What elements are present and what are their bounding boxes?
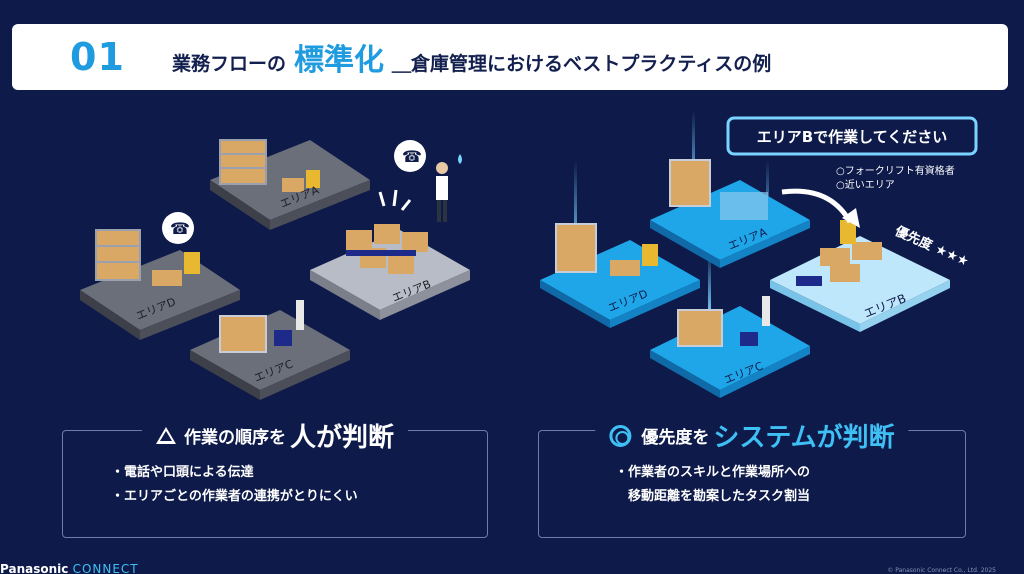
list-item: 作業者のスキルと作業場所への <box>615 461 965 485</box>
phone-bubble-d <box>162 212 194 244</box>
panel-heading: 優先度を システムが判断 <box>595 417 909 454</box>
heading-emphasis: システムが判断 <box>713 423 895 453</box>
triangle-icon <box>155 427 176 444</box>
area-c-platform: エリアC <box>650 296 810 398</box>
priority-stars: ★★★ <box>933 242 971 270</box>
instruction-text: エリアBで作業してください <box>757 128 948 146</box>
area-c-platform: エリアC <box>190 300 350 400</box>
heading-text: 優先度を <box>641 428 710 448</box>
priority-label: 優先度 <box>892 223 936 254</box>
criteria-2: ○近いエリア <box>836 178 895 191</box>
manual-warehouse-illustration: エリアA エリアD ☎ エリアB <box>60 120 500 420</box>
area-d-platform: エリアD <box>540 223 700 328</box>
title-bar: 01 業務フローの 標準化 ＿倉庫管理におけるベストプラクティスの例 <box>12 24 1008 90</box>
title-part1: 業務フローの <box>172 53 287 75</box>
copyright: © Panasonic Connect Co., Ltd. 2025 <box>887 567 996 574</box>
bullet-list: 電話や口頭による伝達 エリアごとの作業者の連携がとりにくい <box>63 461 487 509</box>
area-b-platform: エリアB <box>770 188 950 332</box>
list-item: 電話や口頭による伝達 <box>111 461 487 485</box>
logo-part1: Panasonic <box>0 562 69 574</box>
double-circle-icon <box>609 424 632 447</box>
area-a-platform: エリアA <box>210 139 370 230</box>
heading-emphasis: 人が判断 <box>289 423 395 453</box>
area-a-platform: エリアA <box>650 159 810 268</box>
title-part2: ＿倉庫管理におけるベストプラクティスの例 <box>392 53 772 75</box>
manager-figure: ☎ <box>394 140 462 222</box>
phone-icon: ☎ <box>170 219 190 238</box>
criteria-1: ○フォークリフト有資格者 <box>836 164 955 177</box>
heading-text: 作業の順序を <box>183 428 286 448</box>
area-b-platform: エリアB <box>310 189 470 320</box>
panel-heading: 作業の順序を 人が判断 <box>141 417 409 454</box>
area-d-platform: エリアD ☎ <box>80 212 240 340</box>
list-item: エリアごとの作業者の連携がとりにくい <box>111 485 487 509</box>
bullet-list: 作業者のスキルと作業場所への 移動距離を勘案したタスク割当 <box>539 461 965 509</box>
manual-judgment-panel: 作業の順序を 人が判断 電話や口頭による伝達 エリアごとの作業者の連携がとりにく… <box>62 417 488 538</box>
brand-logo: Panasonic CONNECT <box>0 562 139 574</box>
page-title: 業務フローの 標準化 ＿倉庫管理におけるベストプラクティスの例 <box>172 35 771 79</box>
system-instruction: エリアBで作業してください ○フォークリフト有資格者 ○近いエリア <box>726 116 978 191</box>
section-number: 01 <box>70 35 125 79</box>
system-warehouse-illustration: エリアA エリアD エリアB <box>530 100 1000 420</box>
phone-icon: ☎ <box>402 147 422 166</box>
arrow-icon <box>842 208 860 228</box>
logo-part2: CONNECT <box>72 562 139 574</box>
system-judgment-panel: 優先度を システムが判断 作業者のスキルと作業場所への 移動距離を勘案したタスク… <box>538 417 966 538</box>
list-item: 移動距離を勘案したタスク割当 <box>628 489 811 504</box>
title-emphasis: 標準化 <box>294 43 385 78</box>
